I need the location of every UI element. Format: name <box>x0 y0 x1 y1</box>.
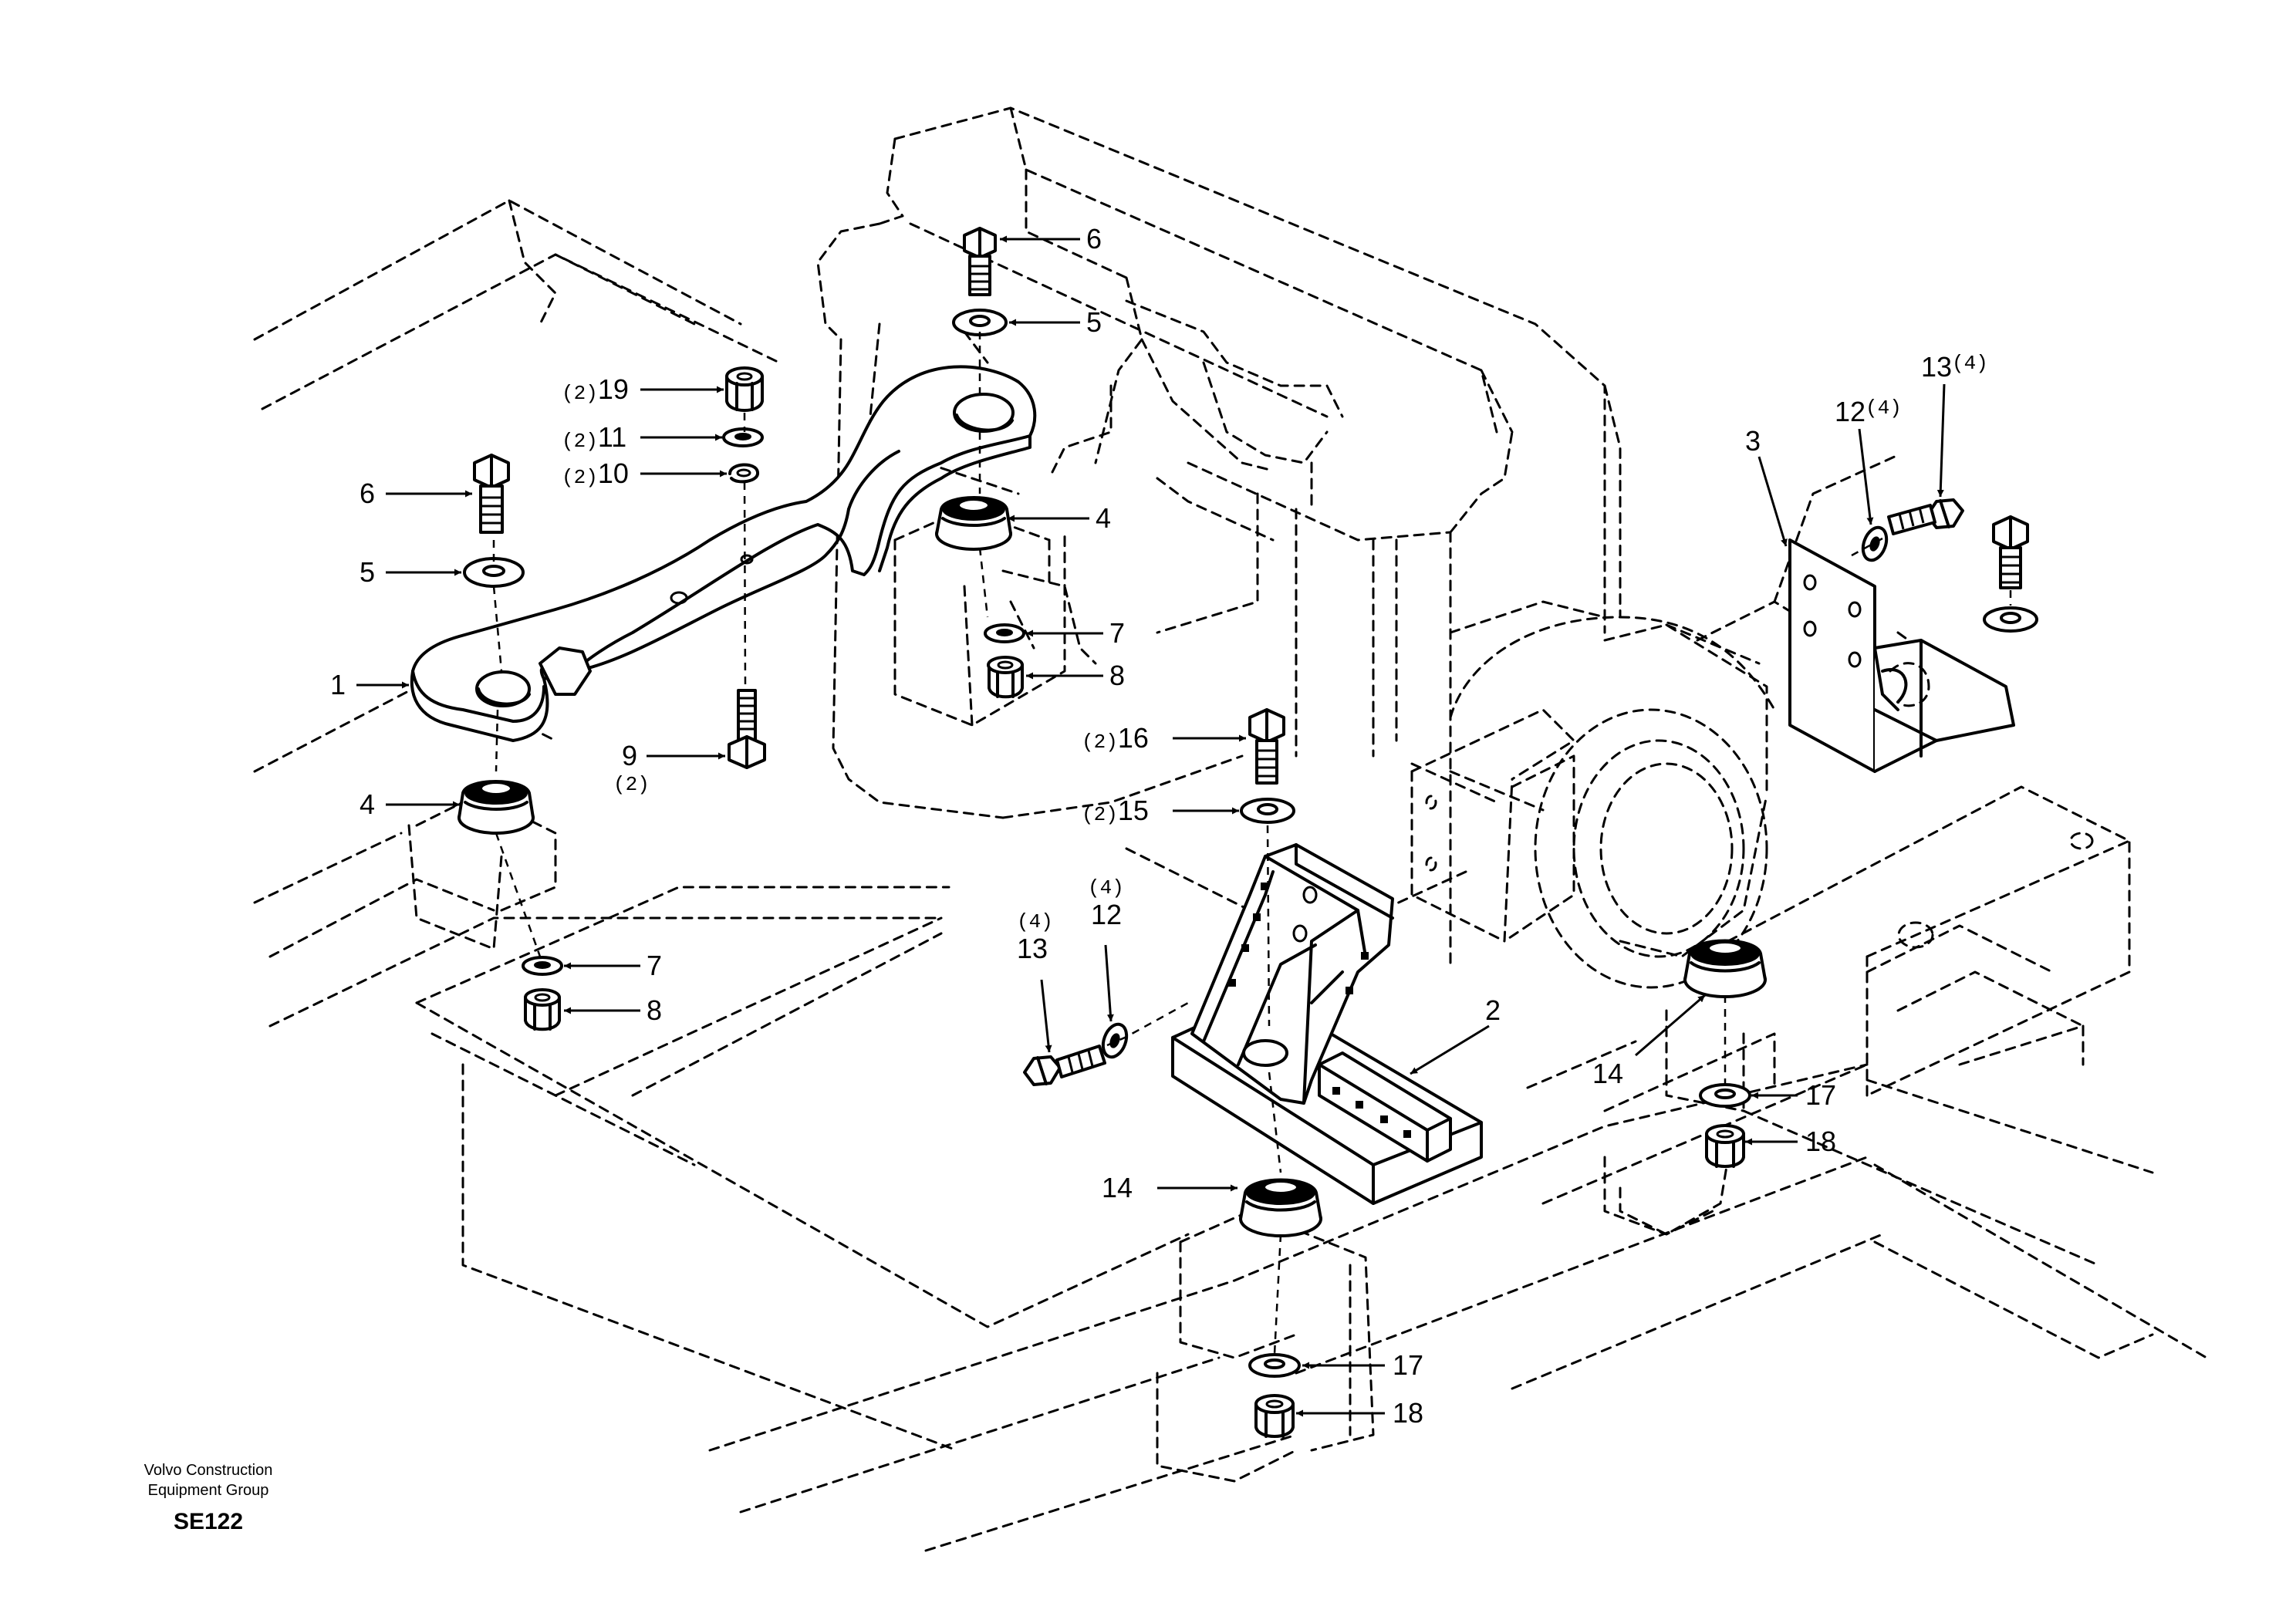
nut-18-right <box>1705 1124 1745 1168</box>
washer-12-upper <box>1861 525 1889 562</box>
engine-block-outline <box>816 106 1622 966</box>
spring-washer-10 <box>728 463 759 484</box>
callout-14-lower: 14 <box>1102 1172 1133 1203</box>
callout-8-upper: 8 <box>1109 660 1125 691</box>
callout-19: (2)19 <box>562 373 629 405</box>
washer-5-left <box>463 557 525 588</box>
washer-5-upper <box>952 309 1008 336</box>
callout-7-upper: 7 <box>1109 617 1125 649</box>
callout-17-lower: 17 <box>1393 1349 1423 1381</box>
washer-right-unlabeled <box>1983 606 2038 633</box>
callout-5-upper: 5 <box>1086 306 1102 338</box>
callout-12-lower-number: 12 <box>1091 899 1122 930</box>
callout-11: (2)11 <box>562 421 626 453</box>
callout-4-upper: 4 <box>1096 502 1111 534</box>
callout-2: 2 <box>1485 994 1501 1026</box>
callout-13-lower-qty: (4) <box>1017 910 1053 933</box>
callout-3: 3 <box>1745 425 1761 457</box>
engine-support-bracket <box>1171 843 1483 1205</box>
callout-15: (2)15 <box>1082 795 1149 826</box>
assembly-axes <box>492 332 2012 1355</box>
callout-10: (2)10 <box>562 457 629 489</box>
callout-6-upper: 6 <box>1086 223 1102 255</box>
frame-outline <box>253 199 2208 1552</box>
nut-8-upper <box>987 656 1024 699</box>
footer-company-line1: Volvo Construction <box>144 1462 273 1479</box>
washer-7-upper <box>984 623 1025 643</box>
side-bracket-plate <box>1788 538 2015 773</box>
nut-8-lower <box>524 988 561 1031</box>
rubber-mount-4-lower <box>458 780 535 835</box>
bolt-right-unlabeled <box>1992 515 2029 589</box>
flywheel-housing <box>1410 454 2007 989</box>
nut-18-lower <box>1254 1394 1295 1438</box>
callout-12-lower-qty: (4) <box>1088 876 1124 899</box>
bolt-9 <box>728 689 766 769</box>
engine-link-arm <box>410 365 1037 742</box>
bolt-13-lower <box>1023 1045 1106 1086</box>
callout-9-number: 9 <box>622 740 637 771</box>
callout-18-right: 18 <box>1805 1126 1836 1157</box>
washer-12-lower <box>1101 1022 1129 1059</box>
callout-14-right: 14 <box>1592 1058 1623 1089</box>
nut-19 <box>725 366 764 412</box>
callout-7-lower: 7 <box>647 950 662 981</box>
washer-15 <box>1240 798 1295 824</box>
bolt-6-left <box>473 454 510 534</box>
washer-17-right <box>1699 1083 1751 1108</box>
callout-5-left: 5 <box>360 556 375 588</box>
callout-13-lower-number: 13 <box>1017 933 1048 964</box>
washer-11 <box>722 427 764 447</box>
footer-company-line2: Equipment Group <box>148 1482 269 1499</box>
callout-labels: 6 5 (2)19 (2)11 (2)10 6 5 1 9 (2) 4 4 7 … <box>330 223 1988 1429</box>
bolt-13-upper <box>1887 498 1964 535</box>
footer-drawing-code: SE122 <box>174 1509 243 1534</box>
bolt-16 <box>1248 708 1285 785</box>
callout-9-qty: (2) <box>613 773 650 796</box>
rubber-mount-14-right <box>1683 939 1767 998</box>
callout-12-upper: 12(4) <box>1835 396 1902 427</box>
callout-8-lower: 8 <box>647 994 662 1026</box>
washer-7-lower <box>522 956 563 976</box>
leader-arrows <box>356 235 1946 1417</box>
callout-16: (2)16 <box>1082 722 1149 754</box>
callout-6-left: 6 <box>360 478 375 509</box>
footer-brand: Volvo Construction Equipment Group SE122 <box>144 1462 273 1534</box>
callout-18-lower: 18 <box>1393 1397 1423 1429</box>
washer-17-lower <box>1248 1353 1301 1378</box>
callout-1: 1 <box>330 669 346 700</box>
rubber-mount-14-lower <box>1239 1178 1322 1237</box>
callout-4-lower: 4 <box>360 788 375 820</box>
callout-13-upper: 13(4) <box>1921 351 1988 383</box>
bolt-6-upper <box>963 227 997 296</box>
callout-17-right: 17 <box>1805 1079 1836 1111</box>
rubber-mount-4-upper <box>935 496 1012 551</box>
